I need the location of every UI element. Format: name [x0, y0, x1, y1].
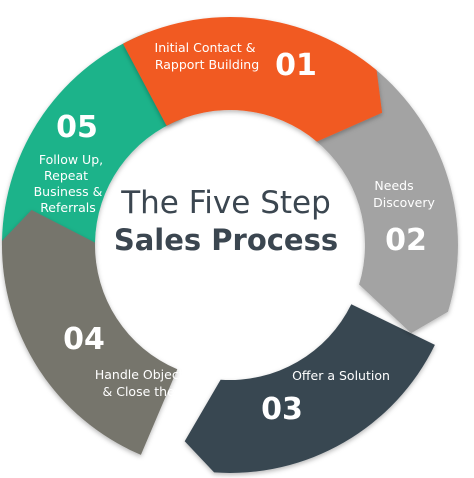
center-title-line-1: The Five Step: [120, 185, 331, 221]
step-01-label-line-2: Rapport Building: [155, 57, 259, 72]
step-01-label-line-1: Initial Contact &: [155, 40, 256, 55]
step-01-arc: [123, 16, 383, 142]
step-04-segment: 04 Handle Objections & Close the Sale: [1, 210, 213, 455]
step-04-number: 04: [63, 322, 105, 357]
step-05-label-line-1: Follow Up,: [39, 152, 103, 167]
center-title-line-2: Sales Process: [114, 223, 338, 257]
step-03-label: Offer a Solution: [292, 368, 390, 383]
step-04-label-line-1: Handle Objections: [95, 367, 209, 382]
step-05-arc: [2, 32, 189, 243]
step-02-label-line-1: Needs: [374, 178, 413, 193]
step-03-arc: [184, 304, 435, 473]
step-03-segment: 03 Offer a Solution: [184, 304, 435, 473]
step-04-label: Handle Objections & Close the Sale: [95, 367, 213, 399]
step-05-segment: 05 Follow Up, Repeat Business & Referral…: [2, 32, 189, 243]
step-05-label: Follow Up, Repeat Business & Referrals: [34, 152, 108, 215]
step-03-label-line-1: Offer a Solution: [292, 368, 390, 383]
step-03-number: 03: [261, 392, 303, 427]
step-02-arc: [315, 67, 458, 334]
center-title: The Five Step Sales Process: [114, 185, 338, 257]
step-04-label-line-2: & Close the Sale: [103, 384, 206, 399]
step-02-label: Needs Discovery: [373, 178, 435, 210]
step-05-label-line-4: Referrals: [40, 200, 96, 215]
step-05-label-line-3: Business &: [34, 184, 103, 199]
step-04-arc: [1, 210, 178, 455]
step-01-number: 01: [275, 48, 317, 83]
step-02-segment: 02 Needs Discovery: [315, 67, 458, 334]
step-02-number: 02: [385, 223, 427, 258]
step-01-label: Initial Contact & Rapport Building: [155, 40, 260, 72]
step-02-label-line-2: Discovery: [373, 195, 435, 210]
step-05-label-line-2: Repeat: [44, 168, 88, 183]
step-01-segment: 01 Initial Contact & Rapport Building: [123, 16, 383, 142]
step-05-number: 05: [56, 110, 98, 145]
